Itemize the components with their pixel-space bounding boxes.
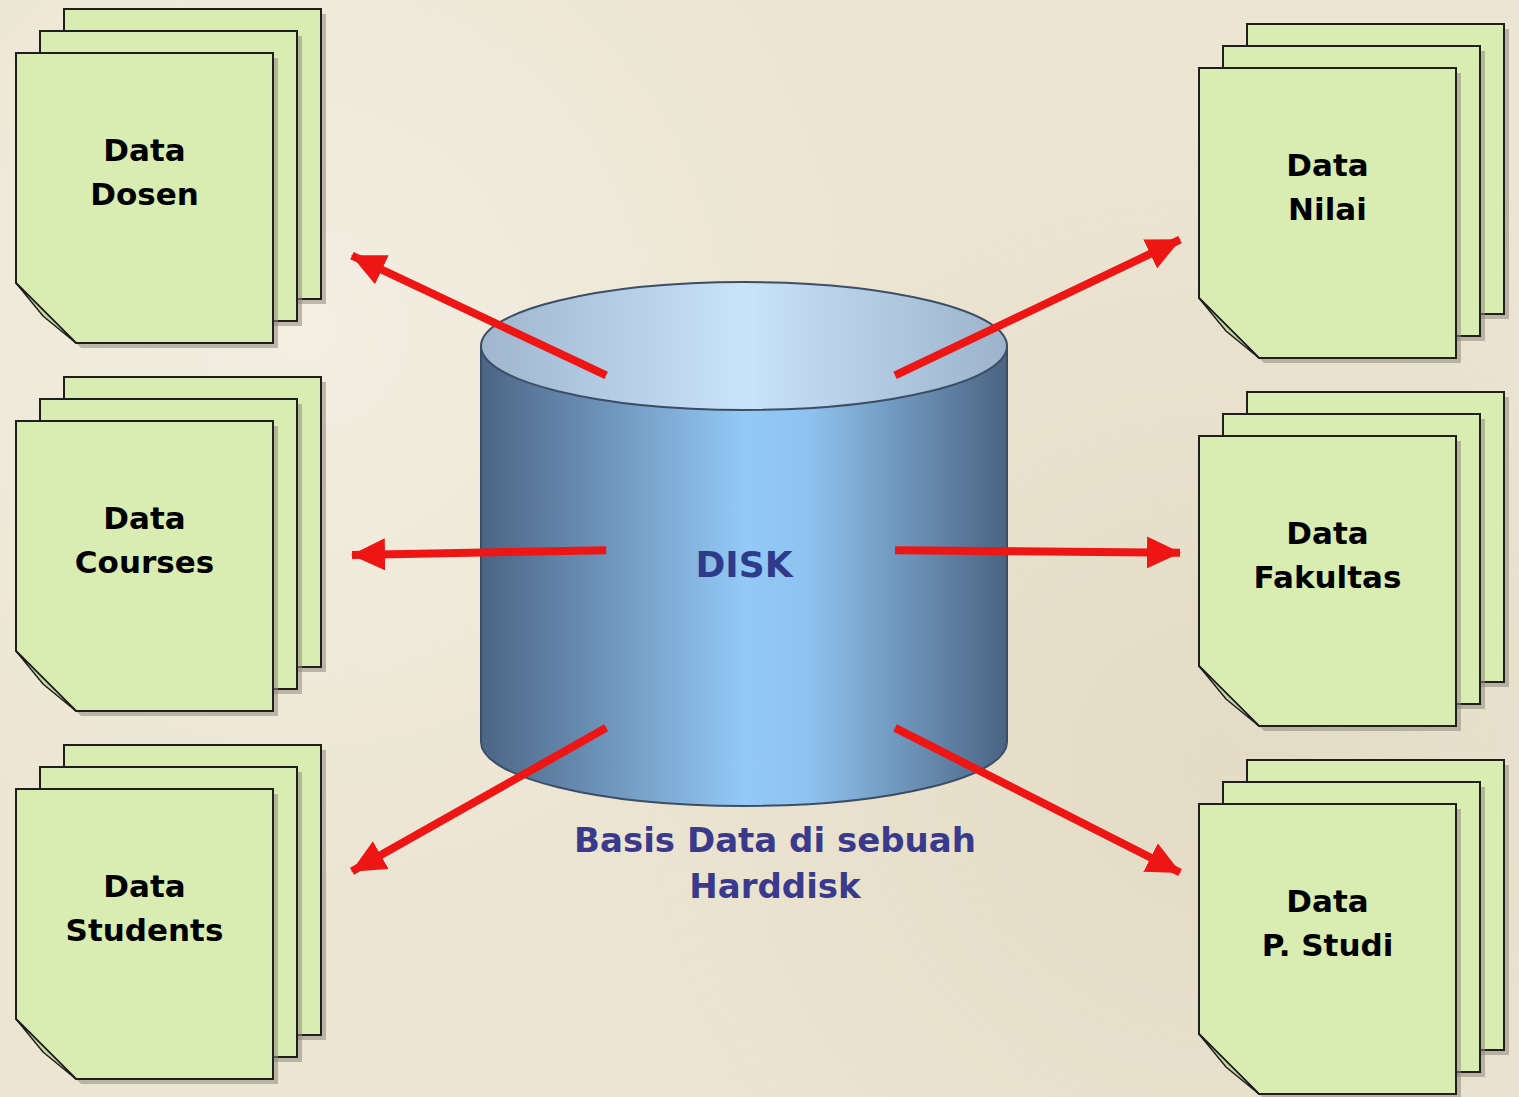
data-file: Data Courses bbox=[15, 376, 330, 720]
text-area: Data Dosen bbox=[21, 62, 268, 282]
data-file: Data Nilai bbox=[1198, 23, 1513, 367]
text-area: Data P. Studi bbox=[1204, 813, 1451, 1033]
text-area: Data Students bbox=[21, 798, 268, 1018]
red-arrow bbox=[352, 728, 606, 871]
data-file: Data Dosen bbox=[15, 8, 330, 352]
text-area: Data Fakultas bbox=[1204, 445, 1451, 665]
text-area: Data Courses bbox=[21, 430, 268, 650]
red-arrow bbox=[352, 550, 606, 555]
disk-database: DISK bbox=[479, 280, 1009, 810]
file-label: Data P. Studi bbox=[1262, 879, 1394, 967]
file-label: Data Courses bbox=[75, 496, 214, 584]
file-label: Data Fakultas bbox=[1254, 511, 1402, 599]
text-area: Data Nilai bbox=[1204, 77, 1451, 297]
red-arrow bbox=[895, 240, 1180, 376]
data-file: Data Fakultas bbox=[1198, 391, 1513, 735]
disk-label: DISK bbox=[695, 539, 792, 590]
data-file: Data Students bbox=[15, 744, 330, 1088]
data-file: Data P. Studi bbox=[1198, 759, 1513, 1097]
red-arrow bbox=[352, 256, 606, 376]
file-label: Data Nilai bbox=[1286, 143, 1368, 231]
caption-text: Basis Data di sebuah Harddisk bbox=[515, 818, 1035, 910]
red-arrow bbox=[895, 550, 1180, 552]
text-area: DISK bbox=[519, 420, 969, 710]
file-label: Data Students bbox=[66, 864, 224, 952]
file-label: Data Dosen bbox=[90, 128, 199, 216]
